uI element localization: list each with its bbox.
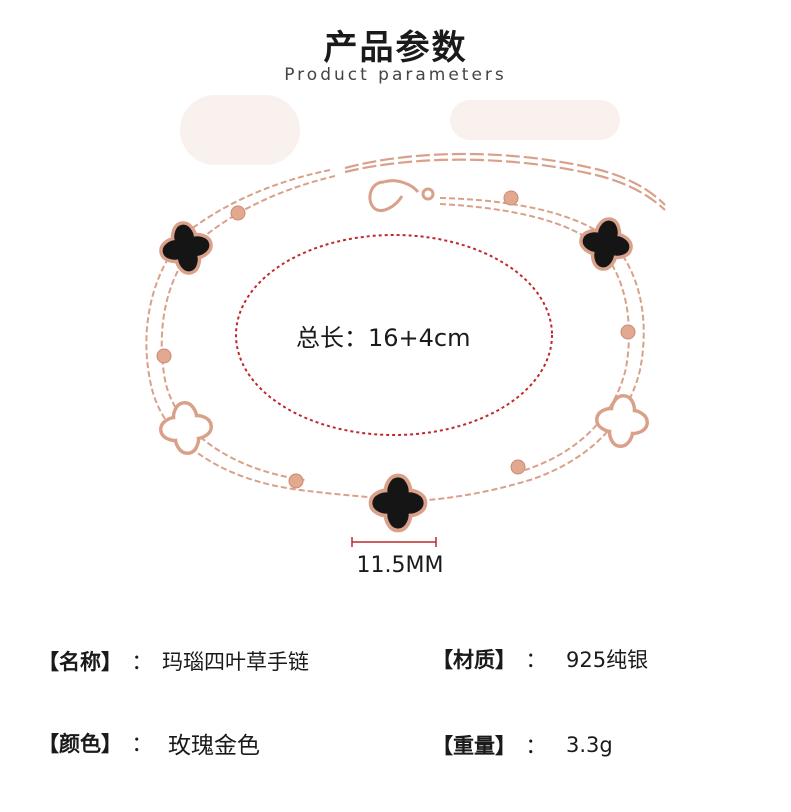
onyx-clover	[574, 212, 638, 276]
param-material: 【材质】 ： 925纯银	[432, 644, 648, 674]
param-weight-key: 【重量】	[432, 734, 516, 758]
param-name-value: 玛瑙四叶草手链	[162, 650, 309, 674]
length-label: 总长：16+4cm	[296, 324, 471, 352]
param-material-key: 【材质】	[432, 648, 516, 672]
param-color: 【颜色】 ： 玫瑰金色	[38, 726, 260, 760]
param-color-colon: ：	[131, 732, 153, 756]
param-material-value: 925纯银	[566, 648, 649, 672]
length-circle	[235, 234, 553, 436]
page-title: 产品参数	[323, 28, 468, 68]
size-measure-line	[351, 537, 437, 547]
beads	[156, 190, 636, 489]
param-material-colon: ：	[525, 648, 547, 672]
onyx-clover	[154, 216, 218, 280]
chain-strands	[145, 169, 645, 503]
background-shape	[450, 100, 620, 140]
clasp	[368, 179, 435, 212]
param-name-key: 【名称】	[38, 650, 122, 674]
background-shape	[180, 95, 300, 165]
param-color-value: 玫瑰金色	[168, 733, 260, 759]
size-label: 11.5MM	[356, 553, 444, 578]
param-weight-value: 3.3g	[566, 733, 613, 757]
param-name: 【名称】 ： 玛瑙四叶草手链	[38, 646, 309, 676]
page-subtitle: Product parameters	[284, 65, 507, 85]
pearl-clover	[156, 398, 216, 458]
extension-chain	[344, 152, 666, 211]
param-weight-colon: ：	[525, 734, 547, 758]
onyx-clover	[368, 473, 428, 533]
param-weight: 【重量】 ： 3.3g	[432, 730, 613, 760]
param-color-key: 【颜色】	[38, 732, 122, 756]
param-name-colon: ：	[131, 650, 153, 674]
pearl-clover	[592, 391, 652, 451]
